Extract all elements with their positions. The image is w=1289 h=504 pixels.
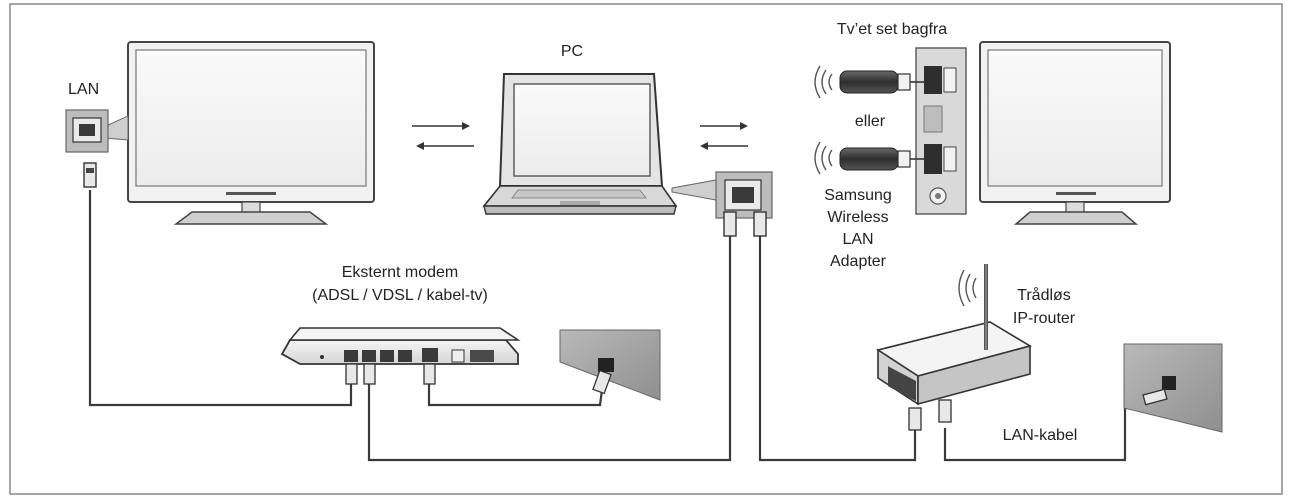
wireless-signal-icon-top (814, 65, 833, 99)
cable-tv-to-modem (88, 190, 353, 407)
label-router-line-1: Trådløs (1017, 286, 1071, 304)
label-router-line-2: IP-router (1013, 310, 1076, 327)
label-modem-line-2: (ADSL / VDSL / kabel-tv) (312, 287, 488, 304)
left-tv (127, 41, 375, 225)
cable-modem-to-wall (427, 378, 605, 407)
lan-port-callout-left (65, 109, 129, 188)
label-pc: PC (561, 43, 583, 60)
cable-pc-to-router (758, 234, 917, 462)
arrows-pc-adapter (700, 122, 748, 150)
labels: LAN PC Tv’et set bagfra eller Samsung Wi… (68, 21, 1077, 444)
pc-laptop (482, 73, 678, 215)
wireless-ip-router (876, 264, 1033, 431)
wall-socket-right (1123, 343, 1223, 433)
wireless-lan-adapter-dongle-top (839, 70, 924, 94)
label-adapter-line-2: Wireless (827, 209, 888, 226)
wireless-signal-icon-router (958, 269, 977, 307)
wall-socket-middle (559, 329, 661, 401)
right-tv (979, 41, 1171, 225)
lan-port-callout-pc (671, 171, 773, 237)
external-modem (280, 327, 521, 385)
label-adapter-line-3: LAN (842, 231, 873, 248)
tv-back-panel (915, 47, 967, 215)
label-lan-cable: LAN-kabel (1003, 427, 1078, 444)
label-lan: LAN (68, 81, 99, 98)
cable-modem-to-pc (367, 234, 732, 462)
label-tv-back: Tv’et set bagfra (837, 21, 947, 38)
cables (88, 190, 1145, 462)
label-adapter-line-1: Samsung (824, 187, 892, 204)
label-adapter-line-4: Adapter (830, 253, 887, 270)
label-or: eller (855, 113, 886, 130)
label-modem-line-1: Eksternt modem (342, 264, 458, 281)
wireless-lan-adapter-dongle-bottom (839, 147, 924, 171)
arrows-tv-pc (412, 122, 474, 150)
wireless-signal-icon-bottom (814, 141, 833, 175)
